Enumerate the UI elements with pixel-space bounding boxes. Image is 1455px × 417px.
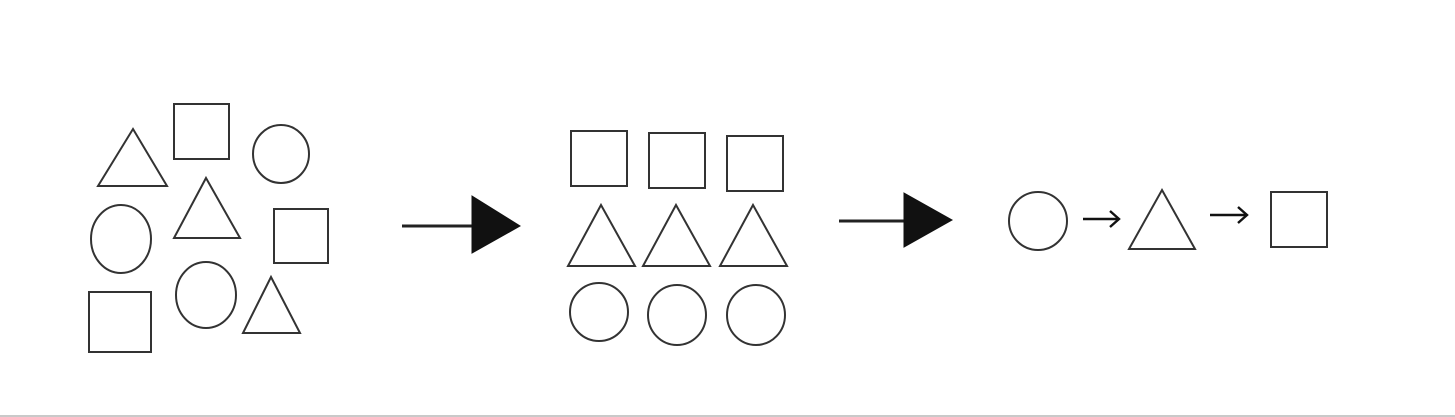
small-arrow-2 <box>1210 206 1249 224</box>
sequence-triangle <box>1127 187 1197 250</box>
grouped-triangle-3 <box>718 202 789 267</box>
large-arrow-1-head <box>471 195 521 254</box>
large-arrow-2 <box>839 192 954 248</box>
grouped-circle-3 <box>726 284 786 346</box>
unsorted-triangle-3 <box>241 274 302 334</box>
unsorted-circle-2 <box>90 204 152 274</box>
unsorted-square-1 <box>173 103 230 160</box>
sequence-circle <box>1008 191 1068 251</box>
small-arrow-2-head <box>1237 206 1249 224</box>
small-arrow-1 <box>1083 210 1121 228</box>
bottom-border <box>0 415 1455 417</box>
unsorted-triangle-2 <box>172 175 242 239</box>
unsorted-square-3 <box>88 291 152 353</box>
grouped-triangle-2 <box>641 202 712 267</box>
grouped-square-2 <box>648 132 706 189</box>
unsorted-cluster <box>88 103 329 353</box>
grouped-circle-1 <box>569 282 629 342</box>
unsorted-triangle-1 <box>96 127 169 187</box>
small-arrow-1-head <box>1109 210 1121 228</box>
unsorted-circle-3 <box>175 261 237 329</box>
sequence-square <box>1270 191 1328 248</box>
large-arrow-2-head <box>903 192 954 248</box>
grouped-circle-2 <box>647 284 707 346</box>
grouped-square-1 <box>570 130 628 187</box>
grouped-grid <box>566 130 789 346</box>
sequence-row <box>1008 187 1328 251</box>
grouped-square-3 <box>726 135 784 192</box>
unsorted-circle-1 <box>252 124 310 184</box>
unsorted-square-2 <box>273 208 329 264</box>
grouped-triangle-1 <box>566 202 637 267</box>
large-arrow-1 <box>402 195 521 254</box>
